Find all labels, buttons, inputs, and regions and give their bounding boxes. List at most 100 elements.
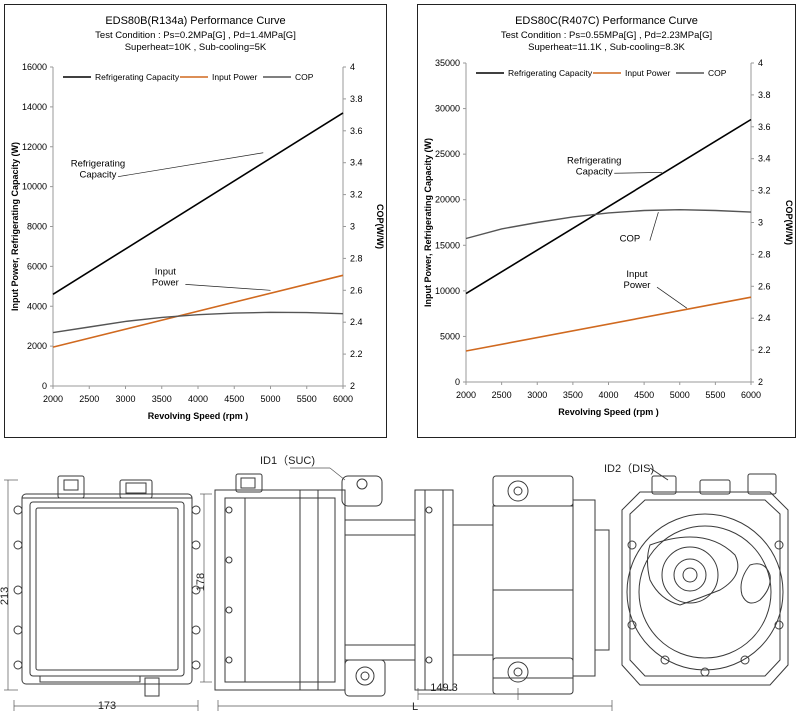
- y2-tick-label: 3.6: [350, 126, 363, 136]
- legend-label: COP: [708, 68, 727, 78]
- annotation-label: Input: [626, 269, 647, 280]
- x-tick-label: 4000: [598, 390, 618, 400]
- x-tick-label: 3500: [152, 394, 172, 404]
- y-tick-label: 35000: [435, 58, 460, 68]
- x-tick-label: 2500: [79, 394, 99, 404]
- y2-tick-label: 2.4: [758, 313, 771, 323]
- y2-tick-label: 2.6: [350, 285, 363, 295]
- annotation-label: Capacity: [576, 166, 613, 177]
- x-tick-label: 2000: [43, 394, 63, 404]
- y-tick-label: 0: [42, 381, 47, 391]
- dim-length-partial: 149.3: [430, 682, 458, 694]
- x-tick-label: 4000: [188, 394, 208, 404]
- y-axis-label: Input Power, Refrigerating Capacity (W): [423, 138, 433, 307]
- y2-axis-label: COP(W/W): [784, 200, 794, 245]
- y-tick-label: 0: [455, 377, 460, 387]
- chart-subtitle-line: Superheat=10K , Sub-cooling=5K: [125, 42, 267, 53]
- y2-tick-label: 3.8: [350, 94, 363, 104]
- y2-axis-label: COP(W/W): [375, 204, 385, 249]
- x-tick-label: 4500: [224, 394, 244, 404]
- legend-label: Refrigerating Capacity: [95, 72, 180, 82]
- dim-length-total: L: [412, 701, 418, 713]
- dim-width-front: 173: [98, 700, 116, 712]
- y-axis-label: Input Power, Refrigerating Capacity (W): [10, 142, 20, 311]
- legend-label: Input Power: [212, 72, 258, 82]
- series-line-cop: [52, 311, 344, 334]
- x-tick-label: 3000: [115, 394, 135, 404]
- annotation-leader: [649, 212, 659, 241]
- y-tick-label: 8000: [27, 222, 47, 232]
- legend-label: Refrigerating Capacity: [508, 68, 593, 78]
- y2-tick-label: 3: [350, 222, 355, 232]
- y2-tick-label: 2.8: [758, 249, 771, 259]
- dim-height-front: 213: [0, 587, 11, 605]
- y-tick-label: 10000: [435, 286, 460, 296]
- chart-title: EDS80B(R134a) Performance Curve: [105, 15, 285, 27]
- x-tick-label: 3000: [527, 390, 547, 400]
- discharge-port-label: ID2（DIS): [604, 462, 654, 475]
- series-line-input-power: [465, 296, 752, 352]
- annotation-leader: [656, 286, 688, 309]
- front-view: [13, 475, 201, 697]
- legend-label: Input Power: [625, 68, 671, 78]
- y-tick-label: 15000: [435, 240, 460, 250]
- x-tick-label: 2500: [492, 390, 512, 400]
- y-tick-label: 25000: [435, 149, 460, 159]
- y2-tick-label: 3.4: [758, 154, 771, 164]
- y-tick-label: 6000: [27, 261, 47, 271]
- annotation-label: Refrigerating: [71, 159, 125, 170]
- y2-tick-label: 2.8: [350, 253, 363, 263]
- rear-view: [621, 467, 789, 686]
- y2-tick-label: 2.2: [758, 345, 771, 355]
- annotation-label: Power: [152, 277, 179, 288]
- side-view: [214, 473, 610, 697]
- chart-title: EDS80C(R407C) Performance Curve: [515, 15, 698, 27]
- y2-tick-label: 3.2: [758, 186, 771, 196]
- y2-tick-label: 3.4: [350, 158, 363, 168]
- annotation-label: Refrigerating: [567, 155, 621, 166]
- annotation-label: Power: [624, 280, 651, 291]
- y-tick-label: 10000: [22, 182, 47, 192]
- x-tick-label: 5000: [260, 394, 280, 404]
- y-tick-label: 30000: [435, 104, 460, 114]
- y2-tick-label: 3: [758, 218, 763, 228]
- suction-port-label: ID1（SUC): [260, 454, 315, 467]
- drawing-canvas: ID1（SUC) ID2（DIS) 213 173 178 149.3 L: [0, 454, 789, 713]
- y2-tick-label: 2: [350, 381, 355, 391]
- y2-tick-label: 2.4: [350, 317, 363, 327]
- y-tick-label: 16000: [22, 62, 47, 72]
- chart-subtitle-line: Superheat=11.1K , Sub-cooling=8.3K: [528, 42, 685, 53]
- annotation-label: Input: [155, 266, 176, 277]
- y2-tick-label: 3.8: [758, 90, 771, 100]
- annotation-leader: [185, 284, 271, 291]
- y2-tick-label: 3.6: [758, 122, 771, 132]
- y-tick-label: 2000: [27, 341, 47, 351]
- x-tick-label: 6000: [741, 390, 761, 400]
- y-tick-label: 4000: [27, 301, 47, 311]
- legend-label: COP: [295, 72, 314, 82]
- y-tick-label: 5000: [440, 331, 460, 341]
- series-line-refrigerating-capacity: [465, 118, 752, 295]
- series-line-input-power: [52, 274, 344, 348]
- x-tick-label: 2000: [456, 390, 476, 400]
- x-axis-label: Revolving Speed (rpm ): [558, 407, 659, 417]
- y2-tick-label: 2: [758, 377, 763, 387]
- y-tick-label: 14000: [22, 102, 47, 112]
- y2-tick-label: 2.6: [758, 281, 771, 291]
- x-tick-label: 6000: [333, 394, 353, 404]
- annotation-label: Capacity: [79, 170, 116, 181]
- x-tick-label: 5000: [670, 390, 690, 400]
- x-tick-label: 4500: [634, 390, 654, 400]
- series-line-refrigerating-capacity: [52, 112, 344, 295]
- y2-tick-label: 4: [758, 58, 763, 68]
- x-tick-label: 3500: [563, 390, 583, 400]
- chart-subtitle-line: Test Condition : Ps=0.55MPa[G] , Pd=2.23…: [501, 30, 712, 41]
- annotation-leader: [614, 172, 662, 174]
- y-tick-label: 20000: [435, 195, 460, 205]
- x-axis-label: Revolving Speed (rpm ): [148, 411, 249, 421]
- x-tick-label: 5500: [297, 394, 317, 404]
